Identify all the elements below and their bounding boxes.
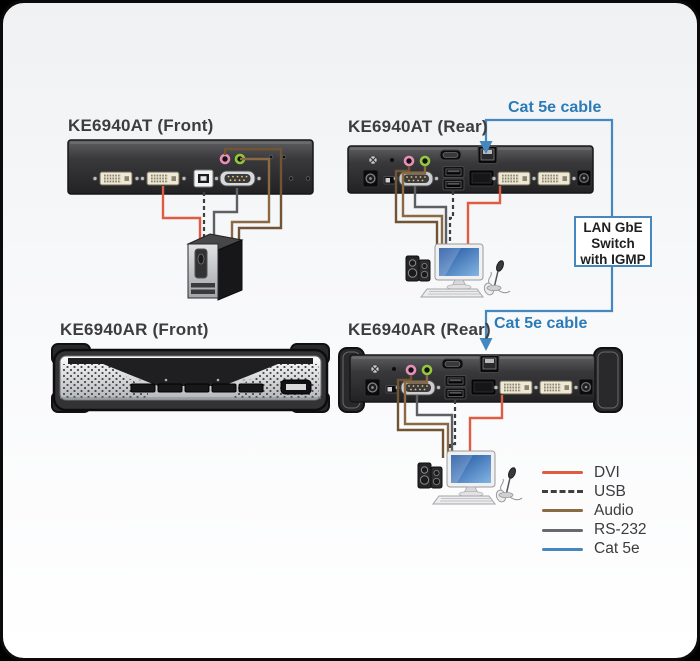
workstation-top [405, 243, 511, 298]
cable-audio-2 [403, 375, 450, 458]
legend-line-rs232 [542, 528, 583, 532]
cables-at-front [161, 147, 283, 252]
legend-label: USB [594, 482, 626, 500]
legend-label: Cat 5e [594, 540, 640, 558]
cat5e-routing [484, 118, 614, 338]
lan-switch-box: LAN GbE Switch with IGMP [574, 216, 652, 267]
dvi-port-2 [146, 171, 180, 186]
usb-b-port [193, 169, 214, 188]
legend-row-usb: USB [542, 482, 647, 501]
cables-ar-rear [396, 375, 504, 458]
cat5e-arrow-top [479, 141, 493, 154]
cable-rs232 [415, 395, 454, 458]
cable-audio-1 [223, 147, 283, 252]
legend-line-dvi [542, 471, 583, 475]
legend-label: Audio [594, 501, 634, 519]
legend-row-dvi: DVI [542, 463, 647, 482]
label-ke6940at-front: KE6940AT (Front) [68, 116, 214, 135]
workstation-bottom [417, 450, 523, 505]
device-ke6940at-rear [348, 146, 593, 193]
cable-dvi [468, 395, 504, 458]
cable-audio-1 [396, 375, 445, 458]
label-ke6940ar-front: KE6940AR (Front) [60, 320, 209, 339]
legend-line-cat5e [542, 547, 583, 551]
legend: DVI USB Audio RS-232 Cat 5e [542, 463, 647, 559]
legend-row-cat5e: Cat 5e [542, 540, 647, 559]
legend-label: RS-232 [594, 521, 647, 539]
legend-row-rs232: RS-232 [542, 521, 647, 540]
cable-rs232 [212, 188, 239, 252]
label-ke6940at-rear: KE6940AT (Rear) [348, 117, 488, 136]
front-leds [138, 378, 246, 382]
cable-audio-2 [230, 157, 271, 252]
legend-line-usb [542, 490, 583, 494]
cat5e-arrow-bottom [479, 338, 493, 351]
label-cat5e-bottom: Cat 5e cable [494, 315, 588, 332]
cable-audio-1 [394, 166, 439, 250]
rs232-db9-port [214, 170, 262, 187]
pc-tower [186, 233, 244, 301]
label-cat5e-top: Cat 5e cable [508, 99, 602, 116]
device-ke6940ar-front [51, 343, 330, 413]
vent-grille-left [62, 364, 148, 398]
cable-cat5e-bottom [484, 267, 614, 338]
dvi-port-1 [99, 171, 133, 186]
cable-rs232 [413, 186, 448, 250]
front-buttons [130, 383, 264, 393]
cable-cat5e-top [484, 118, 614, 216]
front-usb-port [280, 379, 312, 395]
label-ke6940ar-rear: KE6940AR (Rear) [348, 320, 491, 339]
cable-dvi [466, 186, 502, 250]
cables-at-rear [394, 166, 502, 250]
device-ke6940at-front [67, 139, 314, 195]
cable-usb [448, 191, 455, 250]
front-bezel-band [68, 358, 313, 386]
legend-row-audio: Audio [542, 501, 647, 520]
legend-label: DVI [594, 463, 620, 481]
cable-audio-2 [401, 166, 444, 250]
cable-dvi [161, 186, 202, 252]
legend-line-audio [542, 509, 583, 513]
audio-jack-pink [219, 153, 231, 165]
